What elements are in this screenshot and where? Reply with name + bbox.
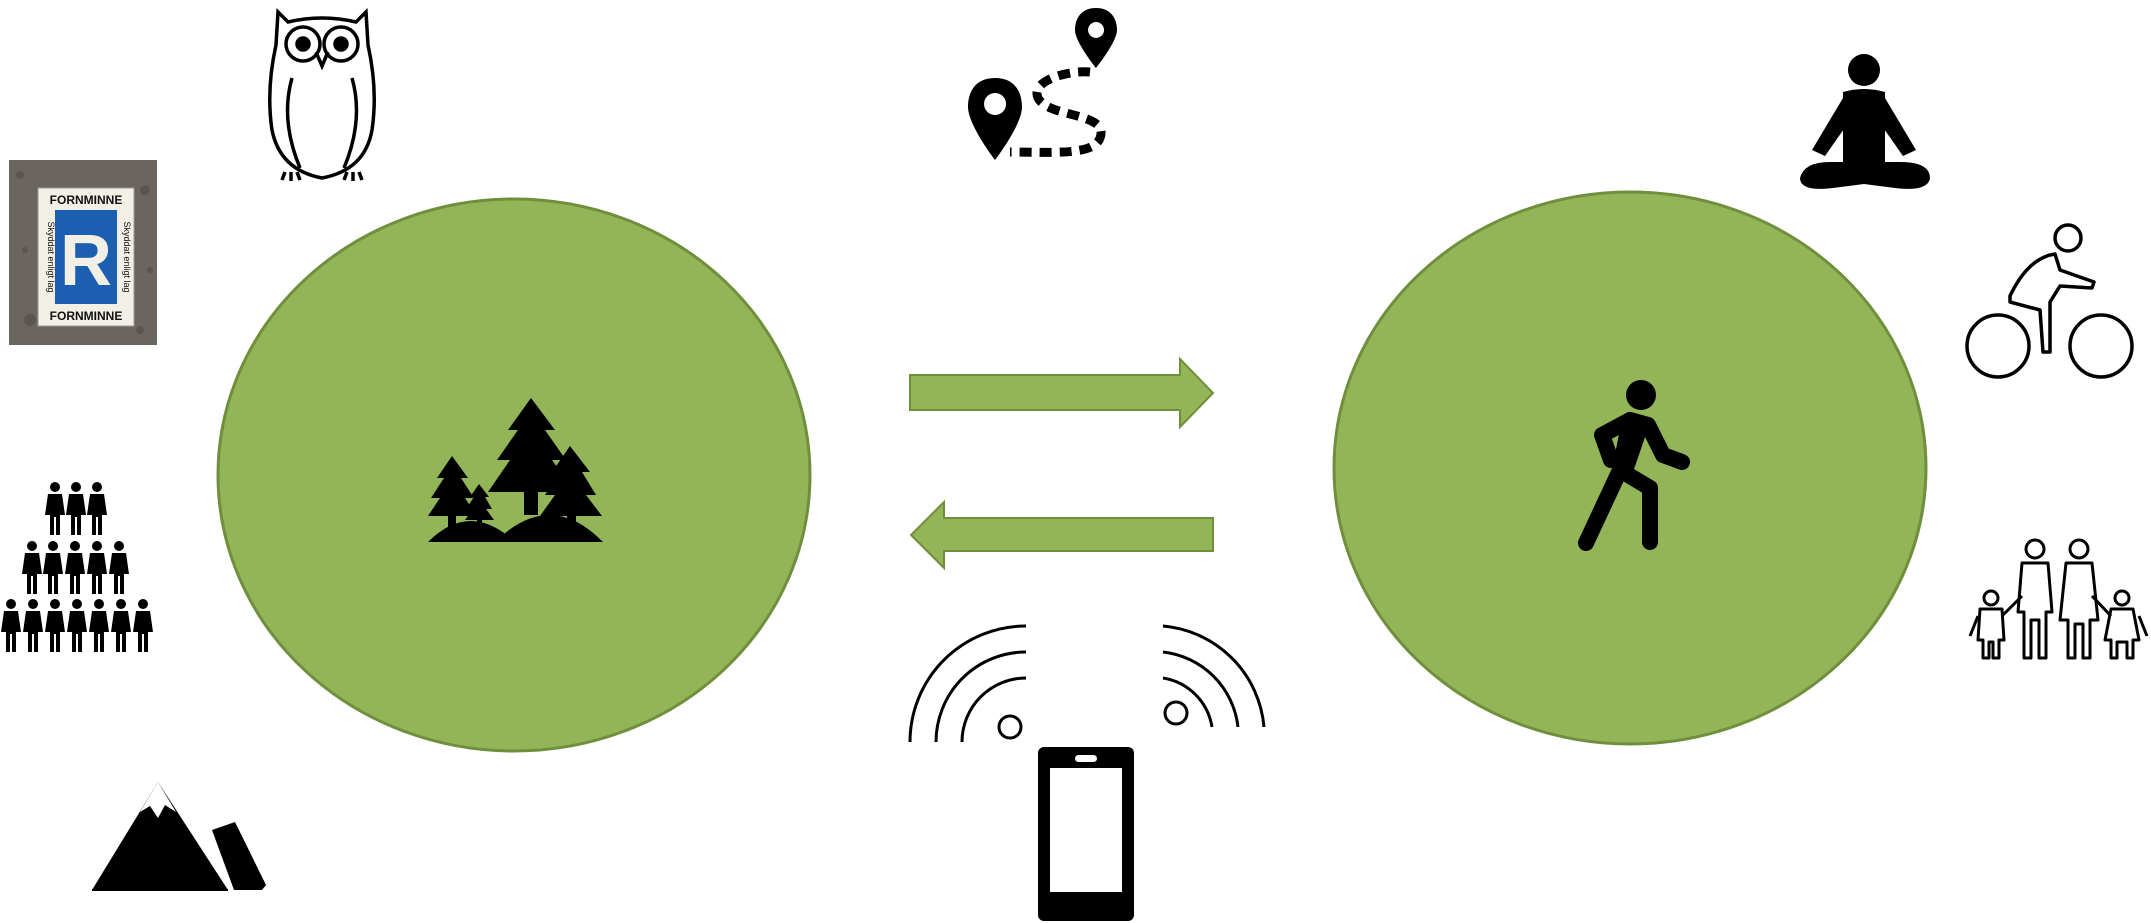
person-figure bbox=[65, 541, 85, 594]
right-node bbox=[1334, 192, 1926, 744]
arrow-right bbox=[910, 359, 1213, 427]
smartphone-signal-icon bbox=[910, 626, 1264, 921]
person-figure bbox=[45, 599, 65, 652]
person-figure bbox=[45, 482, 65, 535]
person-figure bbox=[1, 599, 21, 652]
meditation-icon bbox=[1800, 54, 1930, 189]
family-icon bbox=[1970, 540, 2147, 658]
ancient-monument-sign: R FORNMINNE FORNMINNE Skyddat enligt lag… bbox=[9, 160, 157, 345]
cyclist-icon bbox=[1967, 225, 2132, 377]
owl-icon bbox=[270, 12, 375, 181]
person-figure bbox=[67, 599, 87, 652]
person-figure bbox=[87, 541, 107, 594]
arrow-left bbox=[911, 502, 1213, 568]
person-figure bbox=[66, 482, 86, 535]
sign-side-text-right: Skyddat enligt lag bbox=[122, 221, 132, 292]
person-figure bbox=[43, 541, 63, 594]
crowd-icon bbox=[1, 482, 153, 652]
sign-bottom-text: FORNMINNE bbox=[50, 309, 123, 323]
mountain-icon bbox=[92, 782, 266, 890]
person-figure bbox=[111, 599, 131, 652]
person-figure bbox=[22, 541, 42, 594]
person-figure bbox=[87, 482, 107, 535]
sign-side-text-left: Skyddat enligt lag bbox=[46, 221, 56, 292]
left-node bbox=[218, 199, 810, 751]
sign-letter: R bbox=[60, 221, 112, 301]
sign-top-text: FORNMINNE bbox=[50, 193, 123, 207]
person-figure bbox=[109, 541, 129, 594]
map-route-icon bbox=[968, 8, 1117, 160]
person-figure bbox=[133, 599, 153, 652]
person-figure bbox=[23, 599, 43, 652]
person-figure bbox=[89, 599, 109, 652]
